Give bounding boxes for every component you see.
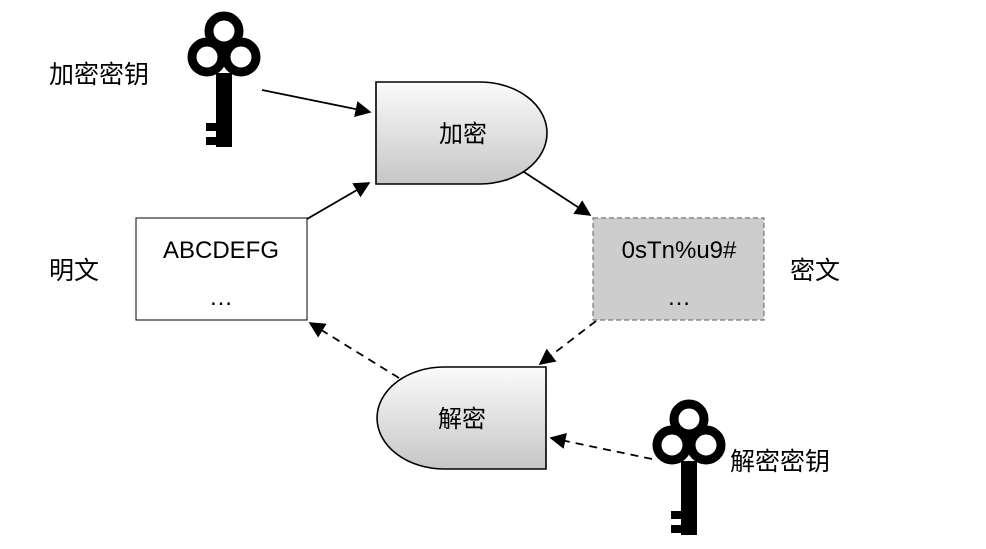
arrow-decryption-key-to-decrypt: [549, 433, 653, 460]
ciphertext-line2: …: [667, 284, 691, 311]
decrypt-label: 解密: [438, 406, 486, 433]
ciphertext-label: 密文: [790, 256, 840, 285]
decryption-key-label: 解密密钥: [730, 447, 830, 476]
encryption-key-label: 加密密钥: [49, 60, 149, 89]
plaintext-label: 明文: [49, 256, 99, 285]
decryption-key-icon: [652, 399, 726, 535]
encryption-key-icon: [187, 11, 261, 147]
ciphertext-line1: 0sTn%u9#: [622, 237, 737, 264]
arrow-encrypt-to-ciphertext: [523, 171, 592, 216]
arrow-decrypt-to-plaintext: [308, 322, 400, 379]
arrow-encryption-key-to-encrypt: [261, 89, 372, 118]
arrow-ciphertext-to-decrypt: [538, 320, 597, 365]
arrow-plaintext-to-encrypt: [306, 182, 371, 220]
ciphertext-box: 0sTn%u9# …: [592, 217, 765, 321]
encrypt-label: 加密: [439, 121, 487, 148]
encrypt-node: 加密: [375, 81, 548, 185]
decrypt-node: 解密: [376, 366, 547, 470]
plaintext-line2: …: [209, 284, 233, 311]
plaintext-box: ABCDEFG …: [135, 217, 308, 321]
plaintext-line1: ABCDEFG: [163, 237, 279, 264]
